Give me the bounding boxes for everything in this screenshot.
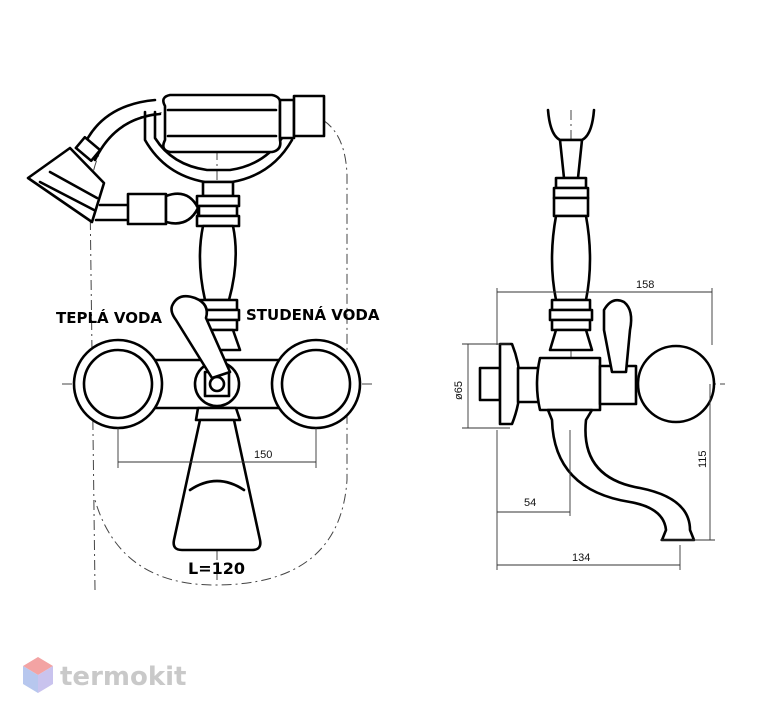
cold-water-label: STUDENÁ VODA bbox=[246, 305, 380, 324]
dim-54: 54 bbox=[524, 497, 536, 509]
hot-water-label: TEPLÁ VODA bbox=[56, 308, 162, 327]
cold-valve bbox=[270, 338, 362, 430]
side-view: 158 ø65 115 54 134 bbox=[453, 108, 725, 570]
wall-flange bbox=[478, 342, 542, 426]
hot-valve bbox=[72, 338, 164, 430]
brand-logo-icon bbox=[23, 657, 53, 693]
shower-head bbox=[26, 135, 106, 224]
side-column bbox=[548, 176, 594, 352]
front-view: 150 TEPLÁ VODA STUDENÁ VODA L=120 bbox=[26, 93, 380, 591]
dim-wall-to-spout: 54 bbox=[496, 430, 571, 570]
dim-115: 115 bbox=[697, 450, 709, 468]
valve-body bbox=[72, 338, 362, 430]
dim-depth-total: 158 bbox=[496, 279, 713, 345]
dim-65: ø65 bbox=[453, 381, 465, 400]
side-body bbox=[535, 356, 602, 412]
dim-158: 158 bbox=[636, 279, 654, 291]
brand-name: termokit bbox=[60, 662, 186, 692]
side-valve-knob bbox=[598, 298, 716, 424]
dim-134: 134 bbox=[572, 552, 590, 564]
diverter-lever bbox=[170, 294, 232, 380]
dim-height: 115 bbox=[660, 384, 715, 541]
dim-diameter: ø65 bbox=[453, 343, 510, 429]
column bbox=[194, 180, 242, 352]
spout bbox=[172, 406, 262, 552]
spout-length-label: L=120 bbox=[188, 559, 245, 578]
side-connector bbox=[94, 192, 210, 226]
dim-center-distance: 150 bbox=[117, 428, 317, 468]
dim-spout-reach: 134 bbox=[497, 545, 681, 570]
brand-watermark: termokit bbox=[23, 657, 186, 693]
dim-150: 150 bbox=[254, 449, 272, 461]
hand-shower-handle bbox=[162, 93, 326, 154]
